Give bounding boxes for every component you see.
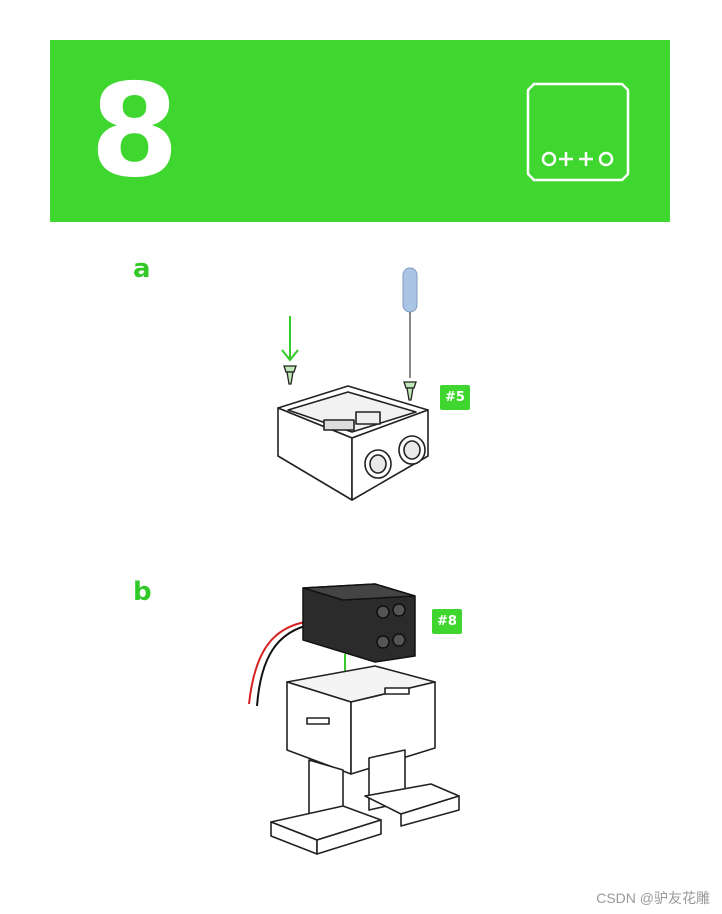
section-label-b: b xyxy=(133,577,152,607)
down-arrow-icon xyxy=(281,316,299,362)
battery-wires xyxy=(248,621,306,707)
step-number: 8 xyxy=(90,57,180,206)
robot-legs xyxy=(270,749,460,855)
battery-holder xyxy=(302,583,416,663)
robot-body xyxy=(286,665,436,775)
screw-icon xyxy=(283,365,297,385)
part-badge-8: #8 xyxy=(432,609,462,634)
head-box-assembly-illustration xyxy=(277,267,429,501)
section-label-a: a xyxy=(133,254,151,284)
part-badge-5: #5 xyxy=(440,385,470,410)
head-box xyxy=(277,385,429,501)
screw-icon xyxy=(403,381,417,401)
screwdriver-icon xyxy=(402,267,418,378)
battery-holder-assembly-illustration xyxy=(248,583,460,855)
step-header-banner: 8 xyxy=(50,40,670,222)
watermark-text: CSDN @驴友花雕 xyxy=(596,890,710,906)
otto-logo-icon xyxy=(526,82,630,182)
